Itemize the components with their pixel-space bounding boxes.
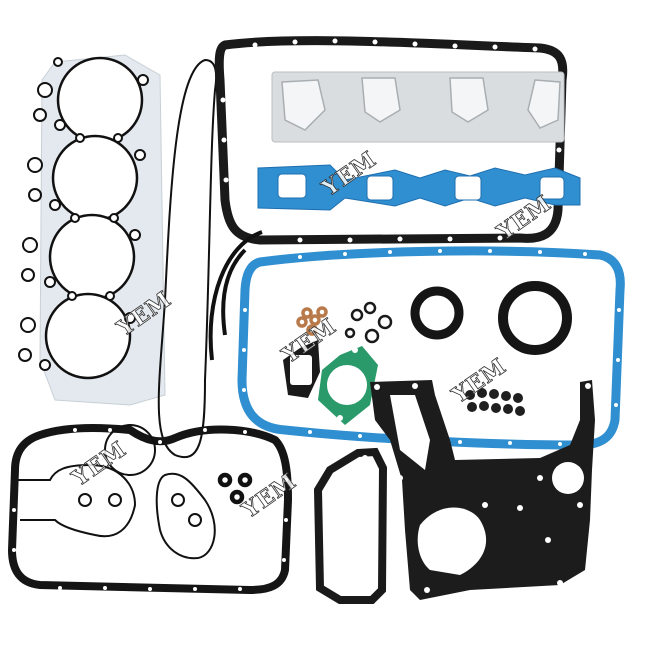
copper-washers: [296, 306, 328, 336]
small-o-rings: [344, 301, 393, 344]
seal-strip-1: [208, 230, 263, 361]
green-flange-gasket: [318, 346, 378, 425]
rear-crank-seal: [498, 281, 572, 355]
head-gasket: [18, 54, 166, 406]
thin-seal-loop: [157, 58, 218, 458]
small-flange-gasket: [283, 340, 320, 398]
seal-strip-2: [221, 248, 247, 336]
valve-stem-seals: [465, 388, 525, 416]
front-crank-seal: [410, 286, 464, 340]
intake-manifold-gasket: [257, 164, 581, 211]
sump-gasket: [7, 424, 293, 595]
exhaust-manifold-gasket: [271, 71, 565, 143]
side-cover-gasket: [313, 447, 388, 604]
timing-cover-gasket: [370, 380, 595, 600]
